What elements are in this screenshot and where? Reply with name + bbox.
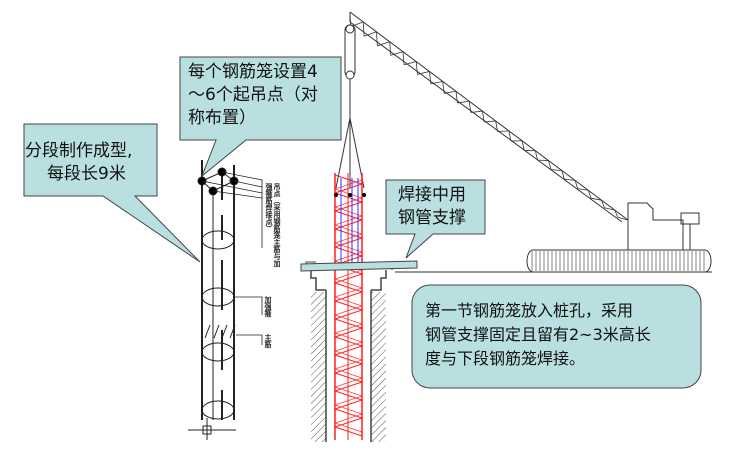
rebar-cage-elevation [188,160,262,440]
boom-truss-member [390,42,391,56]
boom-truss-member [456,91,458,103]
pile-hole [306,262,392,442]
boom-truss-member [403,52,404,65]
support-steel-pipe [301,261,417,271]
callout-line: 钢管支撑 [398,207,466,230]
boom-truss-member [484,121,495,122]
callout-line: ～6个起吊点（对 [188,84,318,107]
callout-line: 第一节钢筋笼放入桩孔，采用 [425,299,651,323]
callout-line: 焊接中用 [398,184,466,207]
callout-line: 度与下段钢筋笼焊接。 [425,347,651,371]
callout-segment-text: 分段制作成型, 每段长9米 [25,140,132,186]
stiffener-ring [202,288,234,306]
boom-truss-member [376,32,377,46]
callout-lift-points-text: 每个钢筋笼设置4 ～6个起吊点（对 称布置） [188,61,318,130]
callout-weld-support-text: 焊接中用 钢管支撑 [398,184,466,230]
steel-cage-in-hole [334,173,366,440]
stiffener-label: 加强箍 [264,296,272,317]
stiffener-ring [202,343,234,361]
callout-first-section-text: 第一节钢筋笼放入桩孔，采用 钢管支撑固定且留有2~3米高长 度与下段钢筋笼焊接。 [425,299,651,371]
callout-line: 钢管支撑固定且留有2~3米高长 [425,323,651,347]
callout-line: 分段制作成型, [25,140,132,163]
callout-line: 每段长9米 [25,163,132,186]
boom-truss-member [429,71,430,83]
lift-point-note-label: 吊点（采用钢筋笼主筋与加强箍筋焊接点） [265,183,281,273]
callout-line: 每个钢筋笼设置4 [188,61,318,84]
crawler-track [395,250,712,272]
boom-truss-member [498,131,509,132]
boom-truss-member [363,22,364,36]
boom-truss-member [443,81,444,93]
main-bar-label: 主筋 [264,334,272,348]
counterweight [681,213,699,224]
stiffener-ring [202,401,234,419]
stiffener-ring [202,231,234,249]
callout-line: 称布置） [188,107,318,130]
crane-body [628,203,699,250]
boom-truss-member [416,62,417,75]
